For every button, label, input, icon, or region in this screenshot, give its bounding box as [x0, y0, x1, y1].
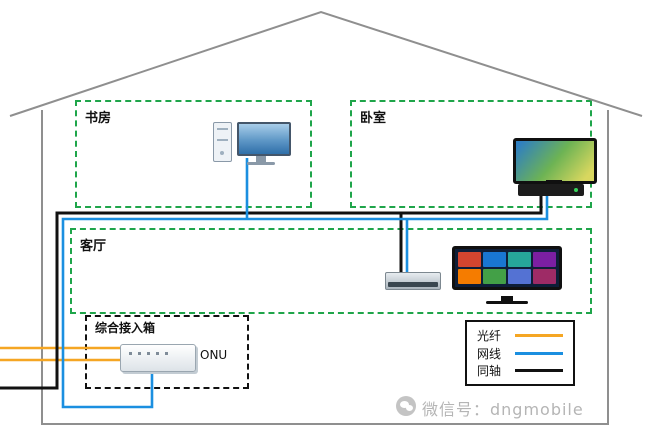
legend-ethernet-line [515, 351, 563, 355]
onu-status-leds [129, 352, 173, 355]
legend-ethernet-label: 网线 [477, 346, 502, 361]
integrated-access-box-label: 综合接入箱 [95, 321, 156, 335]
tv-app-tile [483, 252, 506, 267]
tv-app-tile [533, 252, 556, 267]
legend-row-fiber: 光纤 [477, 327, 563, 344]
room-bedroom-label: 卧室 [360, 111, 387, 126]
bedroom-settop-box [518, 184, 584, 196]
wechat-icon [396, 396, 416, 416]
bedroom-tv-stand [546, 180, 562, 183]
room-study-label: 书房 [85, 111, 112, 126]
legend-row-coax: 同轴 [477, 362, 563, 379]
desktop-monitor [237, 122, 291, 156]
watermark-text: 微信号：dngmobile [422, 400, 584, 419]
tv-app-tile [508, 269, 531, 284]
tv-app-tile [533, 269, 556, 284]
onu-label: ONU [200, 348, 228, 362]
legend-fiber-label: 光纤 [477, 328, 502, 343]
onu-device [120, 344, 196, 372]
tv-app-tile [458, 252, 481, 267]
cable-legend: 光纤 网线 同轴 [465, 320, 575, 386]
tv-app-tile [458, 269, 481, 284]
living-room-tv-stand [501, 296, 513, 301]
living-room-tv-base [486, 301, 528, 304]
legend-row-ethernet: 网线 [477, 345, 563, 362]
bedroom-tv [513, 138, 597, 184]
tv-app-tile [508, 252, 531, 267]
legend-coax-line [515, 369, 563, 373]
legend-coax-label: 同轴 [477, 364, 502, 379]
living-room-media-router [385, 272, 441, 290]
room-living-label: 客厅 [80, 239, 107, 254]
desktop-tower [213, 122, 232, 162]
desktop-monitor-stand [256, 156, 266, 162]
living-room-tv [452, 246, 562, 290]
legend-fiber-line [515, 333, 563, 337]
desktop-monitor-base [247, 162, 275, 165]
tv-app-tile [483, 269, 506, 284]
